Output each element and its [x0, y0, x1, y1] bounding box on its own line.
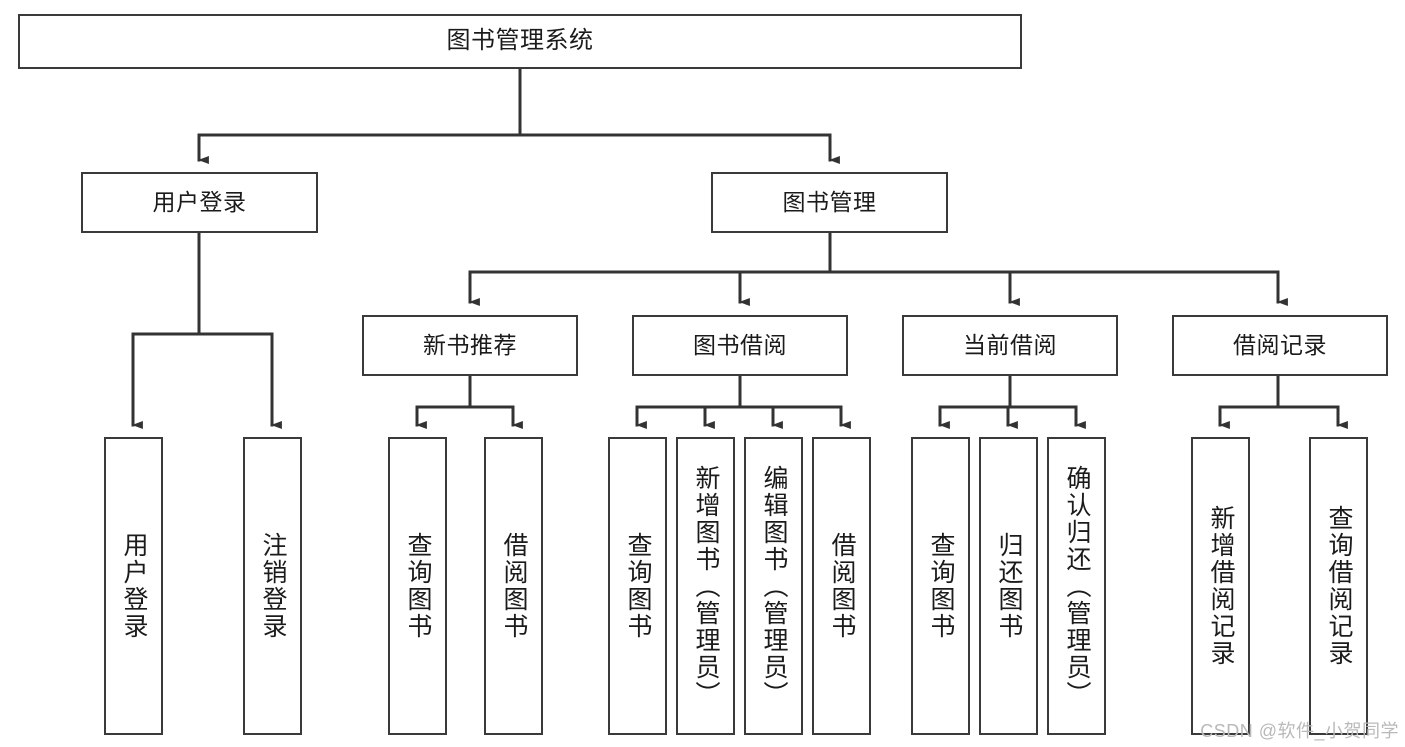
leaf-user-login[interactable]: 用户登录 — [104, 437, 163, 735]
node-label: 借阅记录 — [1233, 331, 1327, 358]
leaf-borrow-book-recommend[interactable]: 借阅图书 — [484, 437, 543, 735]
node-label: 当前借阅 — [963, 331, 1057, 358]
watermark: CSDN @软件_小贺同学 — [1200, 721, 1399, 741]
leaf-query-book-recommend[interactable]: 查询图书 — [388, 437, 447, 735]
node-label: 编辑图书（管理员） — [760, 464, 788, 708]
leaf-edit-book-admin[interactable]: 编辑图书（管理员） — [744, 437, 803, 735]
leaf-borrow-book[interactable]: 借阅图书 — [812, 437, 871, 735]
node-new-book-recommend[interactable]: 新书推荐 — [362, 315, 578, 376]
leaf-confirm-return-admin[interactable]: 确认归还（管理员） — [1047, 437, 1106, 735]
node-label: 用户登录 — [152, 188, 247, 215]
node-label: 查询图书 — [624, 532, 652, 640]
node-label: 查询图书 — [404, 532, 432, 640]
node-book-borrow[interactable]: 图书借阅 — [632, 315, 848, 376]
node-root-book-management-system[interactable]: 图书管理系统 — [18, 14, 1022, 69]
node-label: 新书推荐 — [423, 331, 517, 358]
leaf-logout-login[interactable]: 注销登录 — [243, 437, 302, 735]
node-label: 借阅图书 — [828, 532, 856, 640]
node-label: 用户登录 — [120, 532, 148, 640]
node-label: 图书管理 — [782, 188, 877, 215]
node-label: 图书借阅 — [693, 331, 787, 358]
node-book-management[interactable]: 图书管理 — [711, 172, 948, 233]
node-label: 查询借阅记录 — [1325, 505, 1353, 667]
node-borrow-record[interactable]: 借阅记录 — [1172, 315, 1388, 376]
node-label: 新增图书（管理员） — [692, 464, 720, 708]
node-label: 新增借阅记录 — [1207, 505, 1235, 667]
node-current-borrow[interactable]: 当前借阅 — [902, 315, 1118, 376]
node-label: 图书管理系统 — [446, 27, 594, 55]
node-label: 确认归还（管理员） — [1063, 464, 1091, 708]
leaf-query-borrow-record[interactable]: 查询借阅记录 — [1309, 437, 1368, 735]
leaf-return-book[interactable]: 归还图书 — [979, 437, 1038, 735]
leaf-add-borrow-record[interactable]: 新增借阅记录 — [1191, 437, 1250, 735]
leaf-query-book-borrow[interactable]: 查询图书 — [608, 437, 667, 735]
node-user-login[interactable]: 用户登录 — [81, 172, 318, 233]
node-label: 归还图书 — [995, 532, 1023, 640]
leaf-query-book-current[interactable]: 查询图书 — [911, 437, 970, 735]
node-label: 注销登录 — [259, 532, 287, 640]
leaf-add-book-admin[interactable]: 新增图书（管理员） — [676, 437, 735, 735]
node-label: 查询图书 — [927, 532, 955, 640]
node-label: 借阅图书 — [500, 532, 528, 640]
